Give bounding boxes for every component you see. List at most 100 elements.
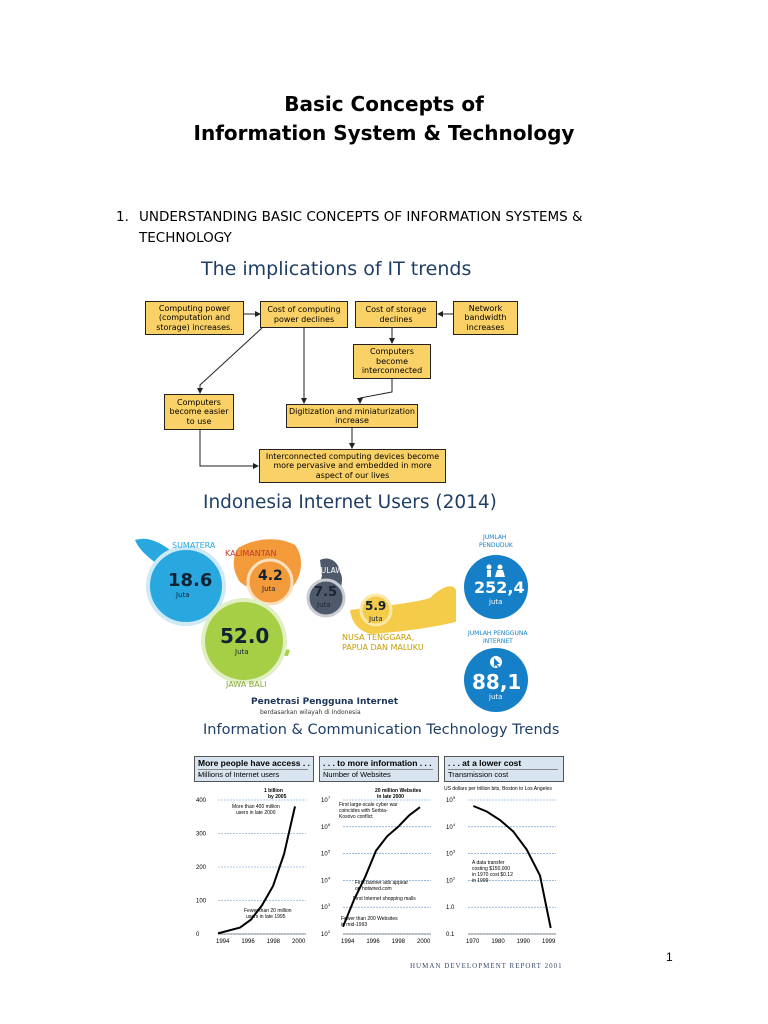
- internet-users-label-1: JUMLAH PENGGUNA: [468, 630, 528, 637]
- page-number: 1: [666, 950, 673, 964]
- nusa-label-line2: PAPUA DAN MALUKU: [342, 643, 424, 652]
- ict-trends-heading: Information & Communication Technology T…: [203, 722, 560, 738]
- y-tick-label: 200: [196, 865, 207, 871]
- computing-power-box: Computing power (computation and storage…: [145, 301, 244, 335]
- annotation: First Internet shopping malls: [353, 896, 416, 902]
- annotation: A data transfer: [472, 860, 505, 866]
- annotation: Fewer than 200 Websites: [341, 916, 398, 922]
- y-tick-exponent: 6: [328, 822, 331, 827]
- panel-cost-header: . . . at a lower cost Transmission cost: [444, 756, 564, 782]
- y-tick-label: 10: [321, 798, 328, 804]
- x-tick-label: 1994: [216, 939, 230, 945]
- nusa-bubble: [359, 593, 393, 627]
- x-tick-label: 1970: [466, 939, 480, 945]
- panel-cost-title: . . . at a lower cost: [448, 758, 522, 768]
- x-tick-label: 1996: [241, 939, 255, 945]
- page-title-line2: Information System & Technology: [193, 121, 575, 145]
- interconnected-devices-box: Interconnected computing devices become …: [259, 449, 446, 483]
- cost-computing-box: Cost of computing power declines: [260, 301, 348, 328]
- internet-users-value: 88,1: [472, 670, 522, 694]
- digitization-box: Digitization and miniaturization increas…: [286, 404, 418, 428]
- y-tick-label: 10: [446, 878, 453, 884]
- y-tick-label: 10: [321, 905, 328, 911]
- cost-storage-box: Cost of storage declines: [355, 301, 437, 328]
- y-tick-label: 10: [321, 878, 328, 884]
- y-tick-exponent: 2: [453, 875, 456, 880]
- x-tick-label: 1998: [392, 939, 406, 945]
- panel-access-subtitle: Millions of Internet users: [198, 769, 308, 779]
- panel-information-header: . . . to more information . . . Number o…: [319, 756, 439, 782]
- sulawesi-unit: Juta: [317, 601, 331, 609]
- series-line: [342, 806, 421, 928]
- y-tick-label: 10: [321, 825, 328, 831]
- people-icon: [486, 564, 505, 577]
- annotation: on hotwired.com: [355, 886, 392, 892]
- y-tick-exponent: 3: [453, 849, 456, 854]
- population-label-1: JUMLAH: [483, 534, 507, 541]
- it-trends-heading: The implications of IT trends: [201, 258, 472, 280]
- network-bandwidth-box: Network bandwidth increases: [453, 301, 518, 335]
- population-circle: [464, 555, 528, 619]
- internet-users-unit: juta: [489, 693, 503, 701]
- source-credit: HUMAN DEVELOPMENT REPORT 2001: [410, 962, 563, 970]
- x-tick-label: 1998: [267, 939, 281, 945]
- population-unit: juta: [489, 598, 503, 606]
- y-tick-label: 100: [196, 899, 207, 905]
- kalimantan-value: 4.2: [258, 568, 283, 584]
- jawa-bubble: [201, 598, 287, 684]
- panel-access-title: More people have access . . .: [198, 758, 310, 778]
- series-line: [472, 805, 552, 929]
- computers-easier-box: Computers become easier to use: [164, 394, 234, 430]
- y-tick-exponent: 2: [328, 929, 331, 934]
- annotation: First banner ads appear: [355, 880, 408, 886]
- y-tick-label: 10: [446, 825, 453, 831]
- sulawesi-bubble: [306, 578, 346, 618]
- series-line: [217, 806, 296, 935]
- y-tick-label: 0.1: [446, 932, 455, 938]
- jawa-value: 52.0: [220, 624, 270, 648]
- cursor-icon: [490, 656, 502, 668]
- y-tick-label: 400: [196, 798, 207, 804]
- y-tick-exponent: 5: [328, 849, 331, 854]
- internet-users-label-2: INTERNET: [483, 638, 513, 645]
- panel-information-title: . . . to more information . . .: [323, 758, 432, 768]
- annotation: Kosovo conflict: [339, 814, 373, 820]
- y-tick-label: 1.0: [446, 905, 455, 911]
- panel-cost: . . . at a lower cost Transmission cost …: [444, 756, 564, 952]
- kalimantan-bubble: [246, 558, 294, 606]
- panel-cost-subtitle: Transmission cost: [448, 769, 558, 779]
- panel-information: . . . to more information . . . Number o…: [319, 756, 439, 952]
- nusa-label-line1: NUSA TENGGARA,: [342, 633, 415, 642]
- y-tick-label: 10: [321, 852, 328, 858]
- population-value: 252,4: [474, 578, 525, 597]
- internet-users-circle: [464, 648, 528, 712]
- annotation: in mid-1993: [341, 922, 367, 928]
- x-tick-label: 1990: [517, 939, 531, 945]
- computers-interconnected-box: Computers become interconnected: [353, 344, 431, 379]
- kalimantan-label: KALIMANTAN: [225, 549, 277, 558]
- panel-information-subtitle: Number of Websites: [323, 769, 433, 779]
- annotation: More than 400 million: [232, 804, 280, 810]
- jawa-unit: Juta: [235, 648, 249, 656]
- y-tick-exponent: 4: [453, 822, 456, 827]
- kalimantan-unit: Juta: [262, 585, 276, 593]
- y-tick-exponent: 5: [453, 795, 456, 800]
- annotation: 20 million Websites: [375, 788, 422, 794]
- y-tick-exponent: 3: [328, 902, 331, 907]
- unit-note: US dollars per trillion bits, Boston to …: [444, 786, 552, 792]
- x-tick-label: 2000: [417, 939, 431, 945]
- sulawesi-label: SULAWESI: [316, 566, 355, 575]
- y-tick-label: 0: [196, 932, 200, 938]
- map-caption-subtitle: berdasarkan wilayah di Indonesia: [260, 709, 361, 716]
- annotation: in 1999: [472, 878, 489, 884]
- panel-access: More people have access . . . Millions o…: [194, 756, 314, 952]
- x-tick-label: 1994: [341, 939, 355, 945]
- jawa-label: JAWA BALI: [226, 680, 267, 689]
- sumatera-unit: Juta: [176, 591, 190, 599]
- y-tick-exponent: 4: [328, 875, 331, 880]
- annotation: coincides with Serbia-: [339, 808, 388, 814]
